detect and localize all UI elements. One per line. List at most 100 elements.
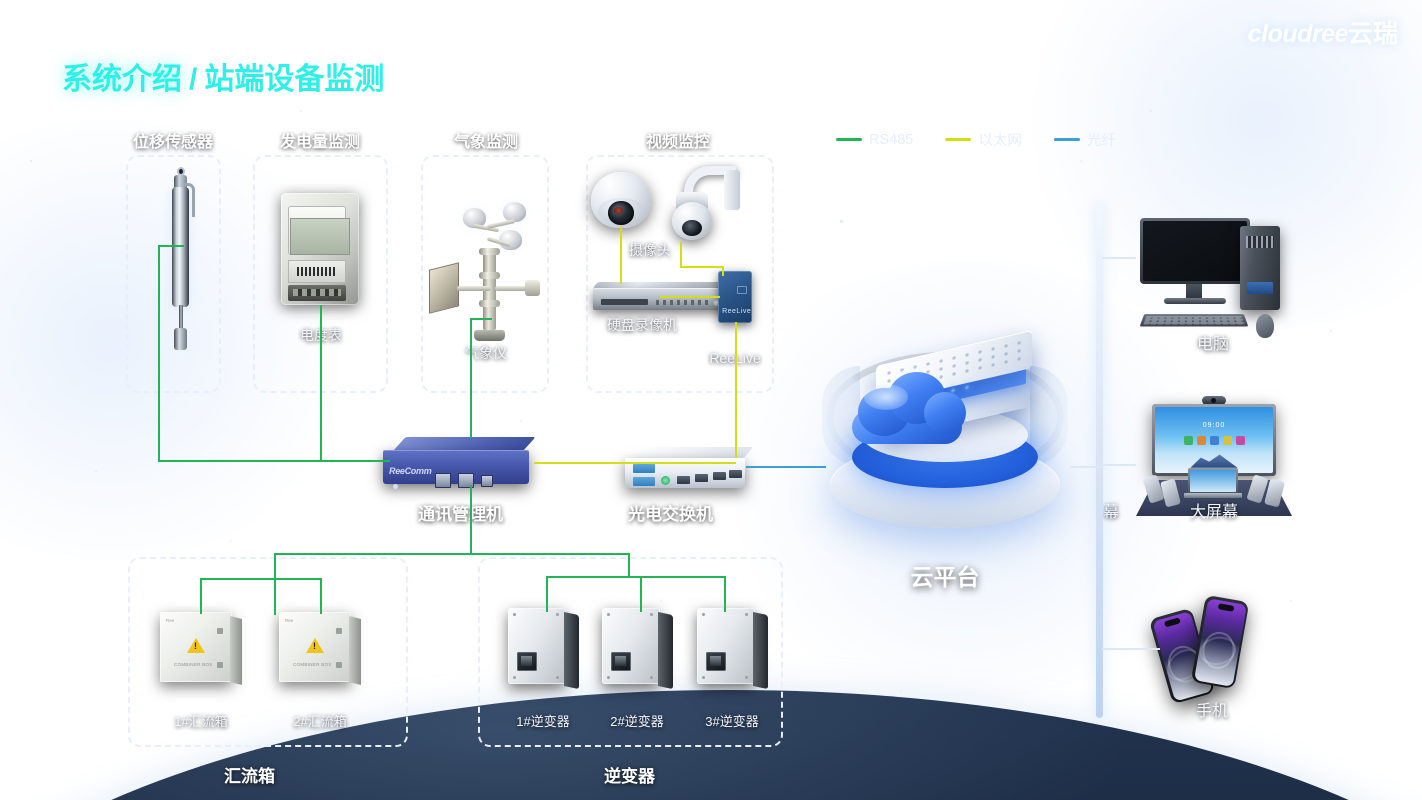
wire-rs485-to-inverter-3: [724, 576, 726, 612]
device-label-combiner-2: 2#汇流箱: [293, 714, 347, 729]
combiner-1-latch[interactable]: [217, 662, 223, 668]
warning-triangle-icon: [187, 638, 205, 653]
legend-swatch-rs485: [836, 138, 862, 141]
wire-rs485-meter-down: [320, 305, 322, 462]
device-label-bigscreen: 大屏幕: [1189, 504, 1238, 521]
dvr-disc-slot: [601, 299, 649, 305]
computer-tower-badge: [1247, 282, 1273, 294]
wire-rs485-sensor-stub: [158, 245, 184, 247]
computer-tower: [1240, 226, 1280, 310]
combiner-1-brand: Ree: [166, 618, 175, 623]
computer-keyboard: [1139, 314, 1249, 327]
inverter-3-heatsink: [753, 612, 768, 690]
device-label-bigscreen-partial: 幕: [1102, 504, 1119, 521]
page-title-sub: 站端设备监测: [204, 63, 385, 96]
wire-rs485-combiner-bus: [200, 578, 322, 580]
sensor-rod: [179, 305, 183, 331]
inverter-2-device: [602, 608, 676, 690]
wire-rs485-trunk-to-combiner: [274, 553, 276, 615]
group-title-generation: 发电量监测: [279, 134, 360, 151]
bigscreen-laptop: [1184, 468, 1242, 500]
page-title: 系统介绍/站端设备监测: [62, 54, 384, 98]
wire-rs485-to-inverter-2: [640, 576, 642, 612]
inverter-1-face: [508, 608, 566, 684]
anemo-vane-arm-left: [457, 286, 491, 291]
gateway-front-panel: ReeComm: [383, 450, 529, 489]
legend-label-ethernet: 以太网: [978, 133, 1022, 149]
client-bus-bar: [1096, 203, 1103, 718]
phone-notch: [1163, 616, 1181, 627]
switch-port-2: [695, 474, 708, 482]
anemo-cup-1: [463, 208, 486, 228]
star: [30, 160, 32, 162]
inverter-2-face: [602, 608, 660, 684]
meter-barcode: [296, 266, 338, 276]
star: [900, 690, 902, 692]
inverter-3-device: [697, 608, 771, 690]
legend-item-rs485: RS485: [836, 132, 913, 148]
cloud-platform-cloud-shape: [850, 370, 968, 446]
wire-rs485-sensor-to-gateway: [158, 460, 390, 462]
phone-device: [1148, 594, 1270, 705]
combiner-2-latch[interactable]: [336, 662, 342, 668]
combiner-1-latch[interactable]: [217, 628, 223, 634]
combiner-1-model-text: COMBINER BOX: [174, 662, 213, 667]
star: [95, 470, 97, 472]
cloud-platform-illustration: [820, 322, 1070, 537]
wire-rs485-to-inverter-1: [546, 576, 548, 612]
bigscreen-device: 09:00: [1130, 390, 1300, 520]
wire-rs485-trunk-bottom: [274, 553, 470, 555]
sensor-arm: [185, 183, 195, 217]
ptz-camera-wall-mount: [724, 170, 740, 210]
computer-monitor-base: [1164, 298, 1226, 304]
star: [1150, 110, 1152, 112]
optical-switch-device: [625, 447, 754, 491]
brand-logo-cn: 云瑞: [1347, 20, 1398, 48]
phone-front: [1190, 594, 1250, 690]
legend-swatch-fiber: [1053, 138, 1080, 141]
phone-screen: [1193, 597, 1247, 687]
wire-eth-reelive-in: [722, 266, 724, 276]
phone-wallpaper-swirl: [1197, 633, 1240, 669]
cloud-platform-label: 云平台: [910, 564, 980, 590]
bigscreen-wallpaper-mountain: [1190, 454, 1238, 468]
wire-bus-to-bigscreen: [1102, 464, 1136, 466]
dvr-indicators: [656, 300, 712, 305]
meter-lcd-display: [290, 217, 350, 255]
switch-status-led: [661, 476, 670, 485]
group-box-video: [586, 155, 774, 393]
brand-logo-en: cloudree: [1247, 20, 1349, 48]
ptz-camera-device: [662, 166, 758, 244]
device-label-camera: 摄像头: [629, 242, 671, 258]
reelive-body: [718, 271, 752, 323]
group-box-combiner: [128, 557, 408, 747]
computer-monitor-screen: [1143, 221, 1247, 281]
bigscreen-display: 09:00: [1152, 404, 1276, 476]
star: [230, 540, 232, 542]
anemo-vane-tip: [525, 280, 540, 296]
combiner-2-side: [349, 616, 361, 685]
dvr-power-button[interactable]: [712, 299, 720, 306]
displacement-sensor-device: [158, 165, 204, 355]
device-label-phone: 手机: [1195, 703, 1228, 720]
combiner-2-latch[interactable]: [336, 628, 342, 634]
wire-rs485-sensor-down: [158, 245, 160, 462]
wire-eth-ptz-to-reelive: [680, 266, 722, 268]
brand-logo: cloudree云瑞: [1248, 14, 1398, 50]
inverter-2-display: [611, 652, 631, 671]
computer-monitor: [1140, 218, 1250, 284]
ptz-camera-dome: [672, 202, 712, 240]
group-label-inverter: 逆变器: [604, 767, 655, 786]
wire-eth-switch-bus: [628, 462, 736, 464]
legend-item-fiber: 光纤: [1053, 129, 1116, 150]
wire-eth-dvr-to-reelive: [660, 296, 720, 298]
combiner-2-brand: Ree: [285, 618, 294, 623]
wire-rs485-gateway-down: [470, 485, 472, 555]
anemo-segment: [479, 248, 500, 255]
switch-sfp-port-2: [633, 477, 655, 486]
switch-sfp-port-1: [633, 464, 655, 473]
legend-item-ethernet: 以太网: [945, 129, 1022, 150]
anemo-segment: [479, 272, 500, 279]
meter-terminal-block: [288, 284, 346, 301]
bigscreen-app-icons: [1155, 436, 1273, 446]
